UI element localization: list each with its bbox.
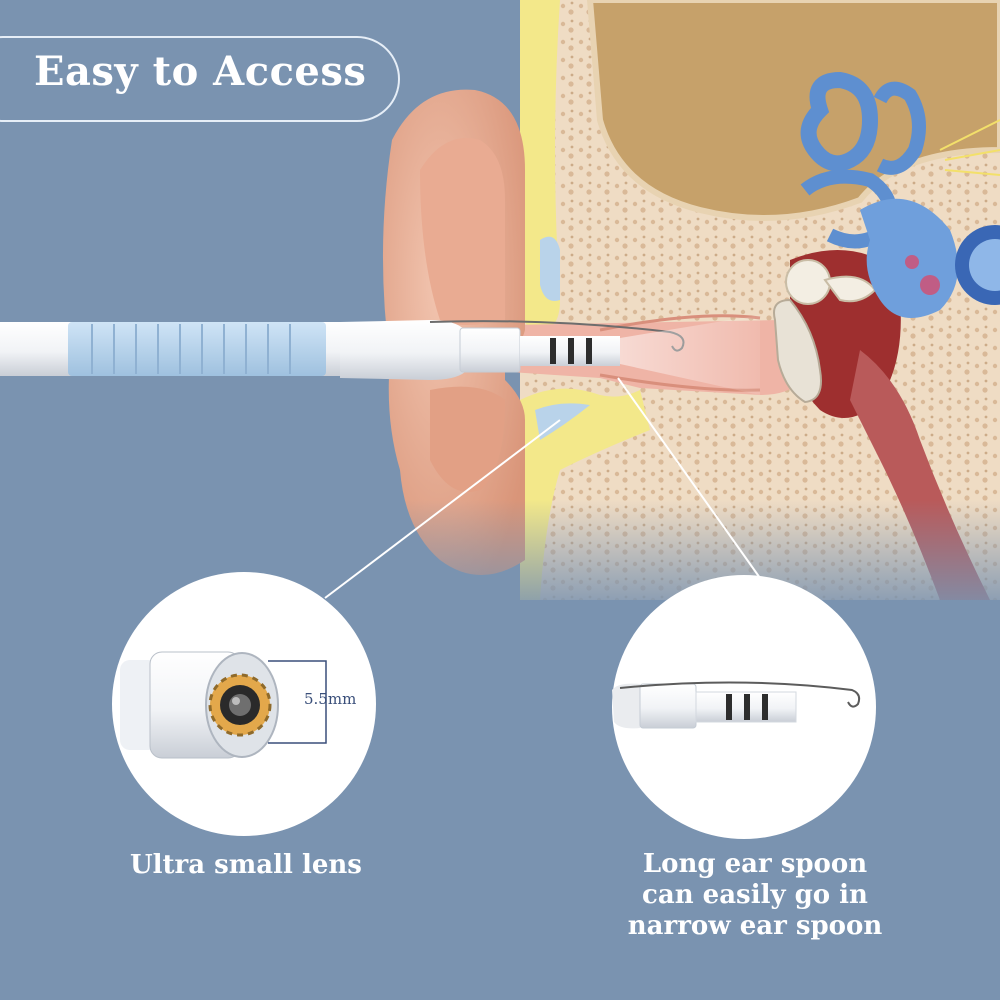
lens-closeup (112, 572, 376, 836)
page-title: Easy to Access (34, 48, 367, 95)
spoon-caption-line-1: Long ear spoon (642, 849, 868, 879)
blue-grip (68, 322, 326, 376)
measurement-bracket (268, 660, 327, 744)
spoon-closeup (612, 575, 876, 839)
spoon-caption: Long ear spoon can easily go in narrow e… (620, 849, 890, 942)
title-pill (0, 36, 400, 122)
spoon-caption-line-3: narrow ear spoon (627, 911, 883, 941)
lens-caption: Ultra small lens (130, 850, 362, 880)
lens-measurement: 5.5mm (304, 690, 357, 708)
spoon-caption-line-2: can easily go in (642, 880, 868, 910)
connector-line-left (324, 419, 561, 599)
otoscope-device (0, 315, 760, 395)
connector-line-right (617, 377, 761, 579)
